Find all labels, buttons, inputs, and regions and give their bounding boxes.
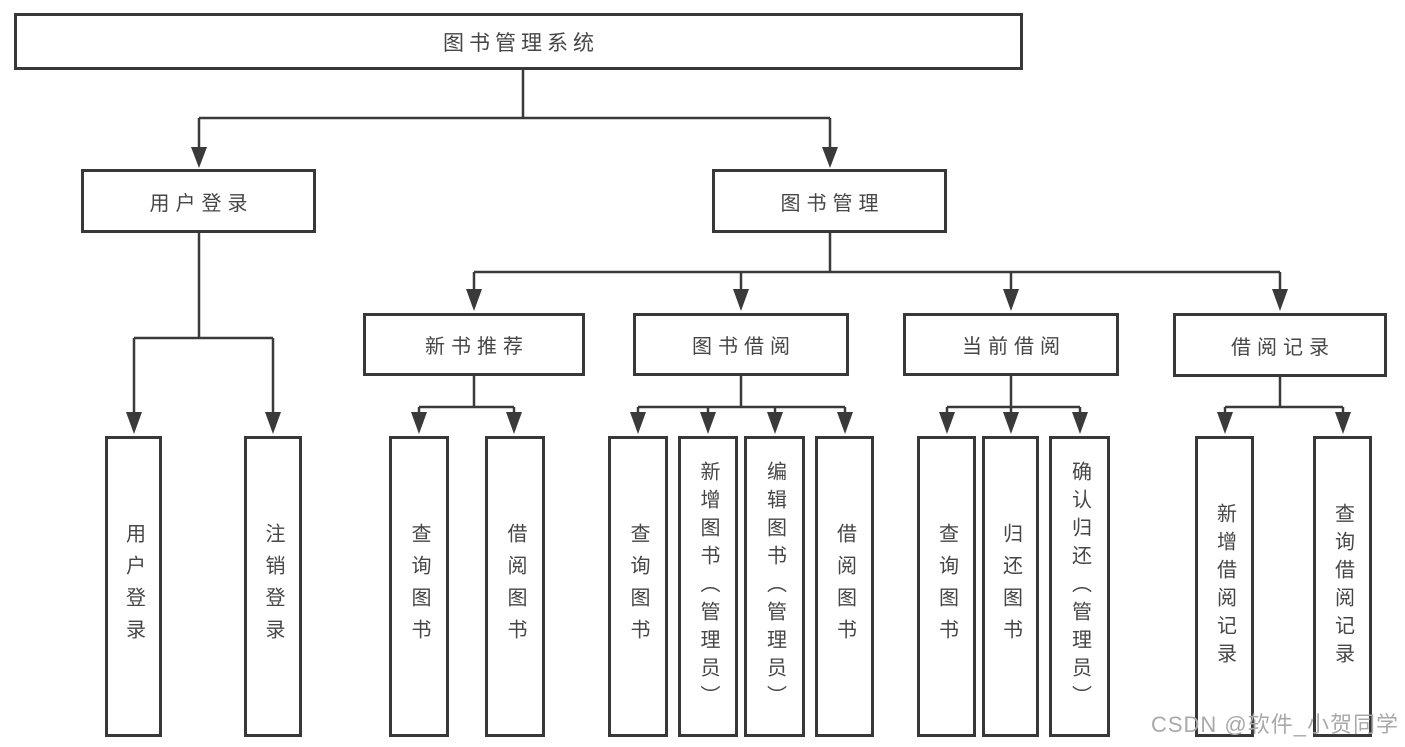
csdn-watermark: CSDN @软件_小贺同学 bbox=[1150, 712, 1399, 737]
node-label: 借阅图书 bbox=[833, 522, 856, 651]
node-current-borrowing: 当前借阅 bbox=[903, 313, 1119, 376]
node-library-management-system: 图书管理系统 bbox=[14, 13, 1023, 70]
node-label: 新增图书（管理员） bbox=[697, 460, 719, 713]
node-label: 注销登录 bbox=[262, 522, 284, 651]
node-leaf-query-books-borrowing: 查询图书 bbox=[608, 436, 668, 737]
node-label: 用户登录 bbox=[149, 192, 254, 215]
node-label: 查询图书 bbox=[935, 522, 958, 651]
node-label: 图书管理 bbox=[780, 192, 885, 215]
node-new-book-recommend: 新书推荐 bbox=[363, 313, 585, 376]
node-leaf-logout: 注销登录 bbox=[244, 436, 302, 737]
node-label: 查询图书 bbox=[627, 522, 649, 651]
node-label: 查询借阅记录 bbox=[1331, 502, 1354, 671]
node-label: 借阅记录 bbox=[1231, 336, 1335, 359]
node-label: 查询图书 bbox=[408, 522, 430, 651]
node-leaf-borrow-books-recommend: 借阅图书 bbox=[485, 436, 545, 737]
node-label: 编辑图书（管理员） bbox=[763, 460, 786, 713]
node-label: 图书借阅 bbox=[692, 336, 796, 358]
node-label: 用户登录 bbox=[122, 522, 145, 651]
node-leaf-confirm-return-admin: 确认归还（管理员） bbox=[1049, 436, 1110, 737]
node-leaf-query-books-current: 查询图书 bbox=[917, 436, 976, 737]
node-leaf-add-book-admin: 新增图书（管理员） bbox=[678, 436, 738, 737]
node-borrowing-records: 借阅记录 bbox=[1173, 313, 1387, 377]
node-label: 新书推荐 bbox=[425, 336, 529, 358]
node-label: 确认归还（管理员） bbox=[1068, 460, 1091, 713]
node-label: 借阅图书 bbox=[504, 522, 526, 651]
node-label: 当前借阅 bbox=[962, 336, 1066, 358]
node-leaf-user-login: 用户登录 bbox=[105, 436, 162, 737]
node-leaf-add-borrow-record: 新增借阅记录 bbox=[1195, 436, 1254, 737]
node-label: 新增借阅记录 bbox=[1213, 502, 1236, 671]
node-book-management: 图书管理 bbox=[712, 169, 947, 233]
node-leaf-edit-book-admin: 编辑图书（管理员） bbox=[744, 436, 805, 737]
node-leaf-query-borrow-record: 查询借阅记录 bbox=[1313, 436, 1372, 737]
node-leaf-query-books-recommend: 查询图书 bbox=[389, 436, 449, 737]
node-label: 归还图书 bbox=[999, 522, 1022, 651]
node-leaf-return-books: 归还图书 bbox=[982, 436, 1039, 737]
arrowheads bbox=[126, 147, 1351, 434]
connector-tree-lines bbox=[132, 69, 1345, 413]
node-leaf-borrow-books: 借阅图书 bbox=[815, 436, 874, 737]
node-user-login: 用户登录 bbox=[81, 169, 316, 233]
node-label: 图书管理系统 bbox=[443, 31, 599, 55]
node-book-borrowing: 图书借阅 bbox=[633, 313, 849, 376]
